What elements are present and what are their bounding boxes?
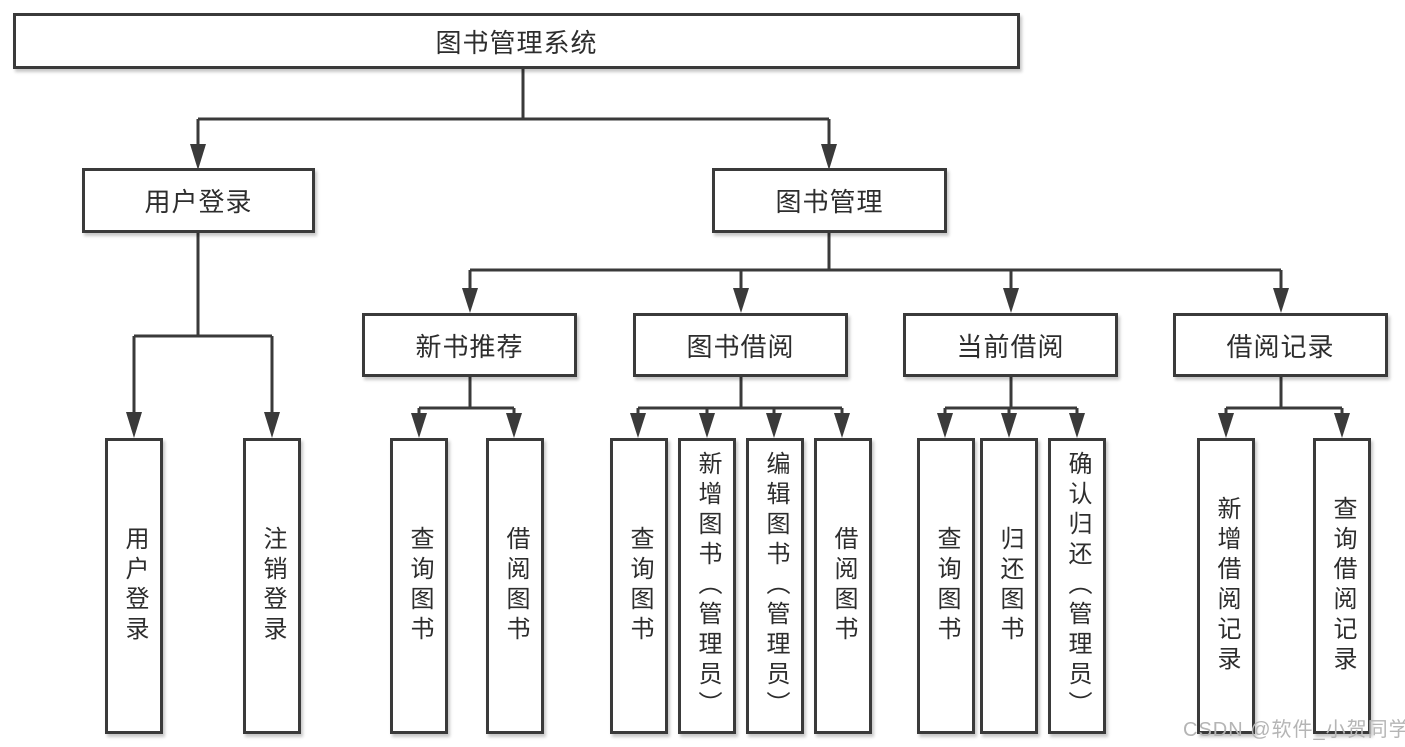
leaf-user-login: 用户登录 bbox=[105, 438, 163, 734]
node-current-borrow: 当前借阅 bbox=[903, 313, 1118, 377]
arrowhead bbox=[699, 413, 715, 438]
arrowhead bbox=[1334, 413, 1350, 438]
leaf-return-books: 归还图书 bbox=[980, 438, 1038, 734]
leaf-logout: 注销登录 bbox=[243, 438, 301, 734]
leaf-recommend-borrow-books: 借阅图书 bbox=[486, 438, 544, 734]
connector-line bbox=[943, 377, 1079, 415]
leaf-borrow-books: 借阅图书 bbox=[814, 438, 872, 734]
leaf-borrow-search-books: 查询图书 bbox=[610, 438, 668, 734]
connector-line bbox=[636, 377, 844, 415]
node-borrow-records: 借阅记录 bbox=[1173, 313, 1388, 377]
arrowhead bbox=[1218, 413, 1234, 438]
arrowhead bbox=[1001, 413, 1017, 438]
connector-section-borrow-records bbox=[1218, 377, 1350, 438]
connector-line bbox=[1224, 377, 1344, 415]
connector-line bbox=[417, 377, 516, 415]
arrowhead bbox=[834, 413, 850, 438]
node-new-book-recommend: 新书推荐 bbox=[362, 313, 577, 377]
arrowhead bbox=[1069, 413, 1085, 438]
connector-line bbox=[468, 233, 1283, 290]
connector-line bbox=[196, 69, 831, 148]
arrowhead bbox=[733, 288, 749, 313]
node-book-management: 图书管理 bbox=[712, 168, 947, 233]
arrowhead bbox=[264, 412, 280, 438]
arrowhead bbox=[821, 144, 837, 170]
arrowhead bbox=[462, 288, 478, 313]
node-user-login: 用户登录 bbox=[82, 168, 315, 233]
connector-book-branch bbox=[462, 233, 1289, 313]
leaf-confirm-return-admin: 确认归还（管理员） bbox=[1048, 438, 1106, 734]
csdn-watermark: CSDN @软件_小贺同学 bbox=[1183, 719, 1405, 741]
arrowhead bbox=[126, 412, 142, 438]
leaf-recommend-search-books: 查询图书 bbox=[390, 438, 448, 734]
arrowhead bbox=[937, 413, 953, 438]
arrowhead bbox=[766, 413, 782, 438]
leaf-edit-books-admin: 编辑图书（管理员） bbox=[746, 438, 804, 734]
connector-line bbox=[132, 233, 274, 414]
leaf-add-books-admin: 新增图书（管理员） bbox=[678, 438, 736, 734]
arrowhead bbox=[411, 413, 427, 438]
arrowhead bbox=[190, 144, 206, 170]
node-root-system: 图书管理系统 bbox=[13, 13, 1020, 69]
leaf-add-borrow-record: 新增借阅记录 bbox=[1197, 438, 1255, 734]
connector-root-branch bbox=[190, 69, 837, 170]
arrowhead bbox=[506, 413, 522, 438]
node-book-borrow: 图书借阅 bbox=[633, 313, 848, 377]
connector-section-book-borrow bbox=[630, 377, 850, 438]
connector-section-current-borrow bbox=[937, 377, 1085, 438]
leaf-search-borrow-record: 查询借阅记录 bbox=[1313, 438, 1371, 734]
arrowhead bbox=[1003, 288, 1019, 313]
arrowhead bbox=[1273, 288, 1289, 313]
connector-section-new-book bbox=[411, 377, 522, 438]
leaf-current-search-books: 查询图书 bbox=[917, 438, 975, 734]
arrowhead bbox=[630, 413, 646, 438]
connector-user-branch bbox=[126, 233, 280, 438]
